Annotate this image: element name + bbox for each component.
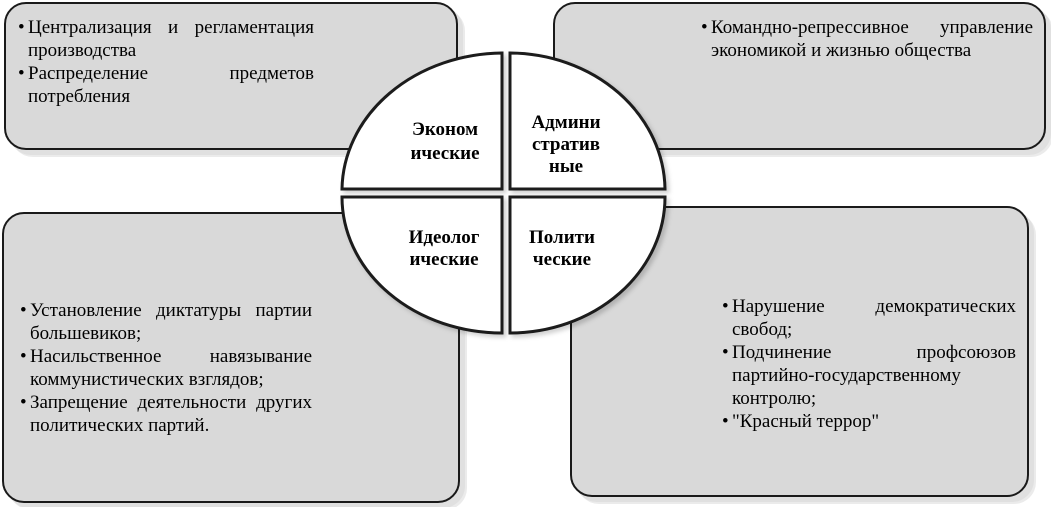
ideological-segment <box>340 195 504 335</box>
list-item: Насильственное навязывание коммунистичес… <box>20 345 312 391</box>
economic-measures-list: Централизация и регламентация производст… <box>18 16 314 108</box>
list-item: "Красный террор" <box>722 410 1016 433</box>
list-item: Подчинение профсоюзов партийно-государст… <box>722 341 1016 410</box>
economic-segment <box>340 51 504 191</box>
administrative-label-line3: ные <box>549 156 583 177</box>
political-measures-panel: Нарушение демократических свобод; Подчин… <box>570 206 1029 497</box>
administrative-label-line2: стратив <box>532 134 600 155</box>
economic-measures-panel: Централизация и регламентация производст… <box>4 2 458 150</box>
administrative-label-line1: Админи <box>531 112 600 133</box>
administrative-segment <box>508 51 667 191</box>
ideological-label-line2: ические <box>409 249 478 270</box>
list-item: Запрещение деятельности других политичес… <box>20 391 312 437</box>
list-item: Нарушение демократических свобод; <box>722 295 1016 341</box>
political-label-line2: ческие <box>533 249 591 270</box>
political-measures-list: Нарушение демократических свобод; Подчин… <box>722 295 1016 433</box>
ideological-label-line1: Идеолог <box>409 227 480 248</box>
economic-label-line1: Эконом <box>412 119 478 140</box>
ideological-measures-list: Установление диктатуры партии большевико… <box>20 299 312 437</box>
economic-label-line2: ические <box>410 143 479 164</box>
political-segment <box>508 195 667 335</box>
list-item: Распределение предметов потребления <box>18 62 314 108</box>
list-item: Установление диктатуры партии большевико… <box>20 299 312 345</box>
list-item: Командно-репрессивное управление экономи… <box>701 16 1033 62</box>
political-label-line1: Полити <box>529 227 595 248</box>
administrative-measures-list: Командно-репрессивное управление экономи… <box>701 16 1033 62</box>
list-item: Централизация и регламентация производст… <box>18 16 314 62</box>
